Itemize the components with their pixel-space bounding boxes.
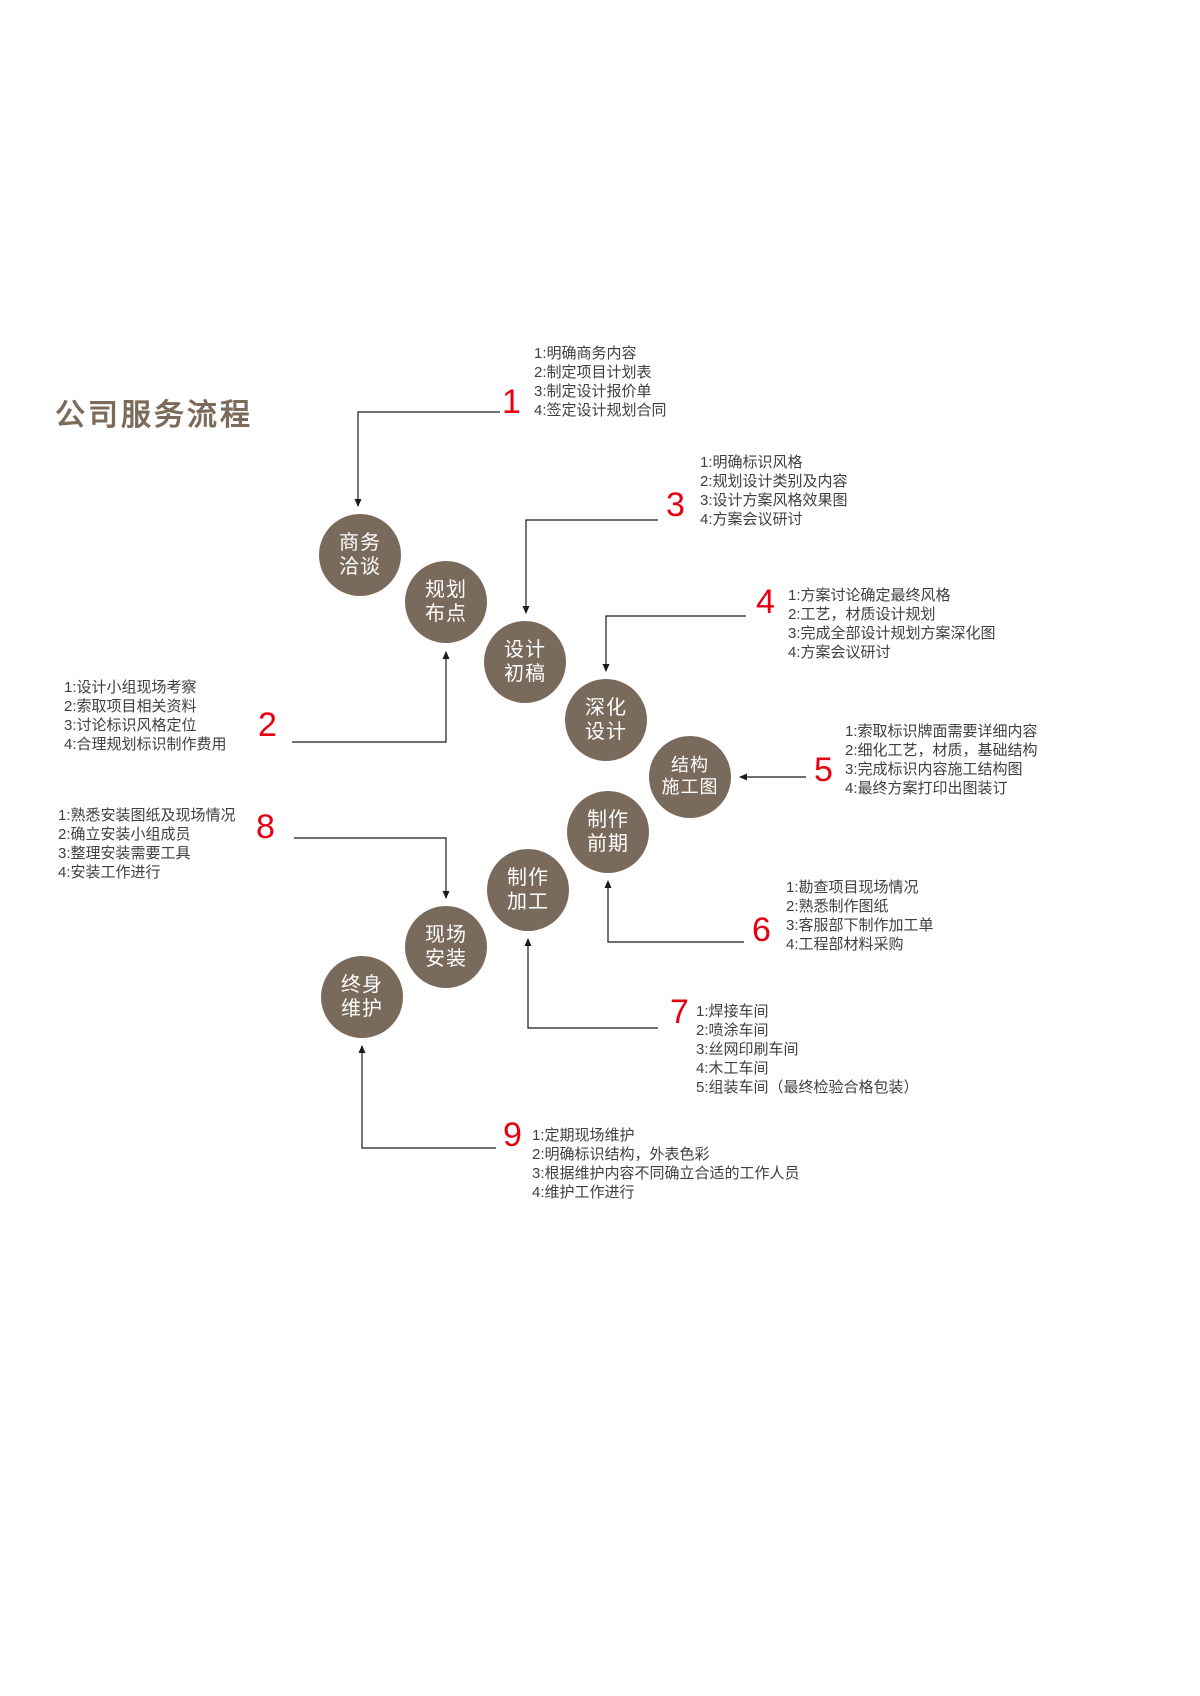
circle-label: 规划 [425, 578, 467, 601]
note-line: 3:丝网印刷车间 [696, 1041, 799, 1058]
step-number-9: 9 [503, 1116, 522, 1154]
step-notes-3: 1:明确标识风格 2:规划设计类别及内容 3:设计方案风格效果图 4:方案会议研… [700, 453, 848, 529]
circle-onsite-installation: 现场 安装 [405, 906, 487, 988]
note-line: 4:最终方案打印出图装订 [845, 780, 1008, 797]
circle-label: 深化 [585, 696, 627, 719]
step-number-2: 2 [258, 706, 277, 744]
note-line: 5:组装车间（最终检验合格包装） [696, 1079, 919, 1096]
note-line: 4:维护工作进行 [532, 1184, 635, 1201]
note-line: 2:明确标识结构，外表色彩 [532, 1146, 710, 1163]
step-notes-4: 1:方案讨论确定最终风格 2:工艺，材质设计规划 3:完成全部设计规划方案深化图… [788, 586, 996, 662]
note-line: 4:方案会议研讨 [788, 644, 891, 661]
circle-label: 制作 [507, 866, 549, 889]
arrow-step-9 [358, 1045, 496, 1149]
circle-label: 结构 [671, 755, 709, 776]
step-number-1: 1 [502, 383, 521, 421]
note-line: 3:设计方案风格效果图 [700, 492, 848, 509]
circle-label: 终身 [341, 973, 383, 996]
circle-label: 设计 [504, 638, 546, 661]
step-number-8: 8 [256, 808, 275, 846]
note-line: 4:合理规划标识制作费用 [64, 736, 227, 753]
note-line: 2:索取项目相关资料 [64, 698, 197, 715]
step-number-5: 5 [814, 751, 833, 789]
circle-production-processing: 制作 加工 [487, 849, 569, 931]
circle-label: 加工 [507, 891, 549, 913]
circle-label: 商务 [339, 531, 381, 554]
circle-structure-construction-drawing: 结构 施工图 [649, 736, 731, 818]
note-line: 1:明确商务内容 [534, 345, 637, 362]
note-line: 1:定期现场维护 [532, 1127, 635, 1144]
step-notes-5: 1:索取标识牌面需要详细内容 2:细化工艺，材质，基础结构 3:完成标识内容施工… [845, 722, 1038, 798]
note-line: 2:细化工艺，材质，基础结构 [845, 742, 1038, 759]
note-line: 3:客服部下制作加工单 [786, 917, 934, 934]
arrow-step-4 [602, 615, 746, 672]
note-line: 3:根据维护内容不同确立合适的工作人员 [532, 1165, 800, 1182]
step-notes-6: 1:勘查项目现场情况 2:熟悉制作图纸 3:客服部下制作加工单 4:工程部材料采… [786, 878, 934, 954]
circle-business-negotiation: 商务 洽谈 [319, 514, 401, 596]
note-line: 1:明确标识风格 [700, 454, 803, 471]
step-notes-2: 1:设计小组现场考察 2:索取项目相关资料 3:讨论标识风格定位 4:合理规划标… [64, 678, 227, 754]
note-line: 2:规划设计类别及内容 [700, 473, 848, 490]
step-notes-8: 1:熟悉安装图纸及现场情况 2:确立安装小组成员 3:整理安装需要工具 4:安装… [58, 806, 236, 882]
note-line: 2:工艺，材质设计规划 [788, 606, 936, 623]
circle-label: 制作 [587, 808, 629, 831]
arrow-step-1 [354, 411, 500, 507]
note-line: 1:勘查项目现场情况 [786, 879, 919, 896]
circle-label: 维护 [341, 998, 383, 1020]
page-title: 公司服务流程 [55, 399, 253, 432]
step-number-4: 4 [756, 583, 775, 621]
circle-design-draft: 设计 初稿 [484, 621, 566, 703]
note-line: 3:讨论标识风格定位 [64, 717, 197, 734]
note-line: 4:木工车间 [696, 1060, 769, 1077]
step-number-3: 3 [666, 486, 685, 524]
circle-label: 前期 [587, 833, 629, 855]
note-line: 3:完成标识内容施工结构图 [845, 761, 1023, 778]
circle-label: 施工图 [661, 777, 719, 797]
note-line: 4:安装工作进行 [58, 864, 161, 881]
circle-label: 布点 [425, 603, 467, 625]
note-line: 3:制定设计报价单 [534, 383, 652, 400]
circle-production-preparation: 制作 前期 [567, 791, 649, 873]
note-line: 2:确立安装小组成员 [58, 826, 191, 843]
note-line: 2:熟悉制作图纸 [786, 898, 889, 915]
circle-lifetime-maintenance: 终身 维护 [321, 956, 403, 1038]
arrow-step-6 [604, 880, 744, 943]
arrow-step-2 [292, 651, 450, 743]
note-line: 1:方案讨论确定最终风格 [788, 587, 951, 604]
note-line: 4:工程部材料采购 [786, 936, 904, 953]
step-notes-1: 1:明确商务内容 2:制定项目计划表 3:制定设计报价单 4:签定设计规划合同 [534, 344, 667, 420]
step-notes-9: 1:定期现场维护 2:明确标识结构，外表色彩 3:根据维护内容不同确立合适的工作… [532, 1126, 800, 1202]
circle-label: 洽谈 [339, 556, 381, 578]
circle-design-development: 深化 设计 [565, 679, 647, 761]
step-number-6: 6 [752, 911, 771, 949]
arrow-step-8 [294, 837, 450, 899]
circle-label: 现场 [425, 923, 467, 946]
arrow-step-3 [522, 519, 658, 614]
note-line: 1:设计小组现场考察 [64, 679, 197, 696]
note-line: 4:签定设计规划合同 [534, 402, 667, 419]
note-line: 2:喷涂车间 [696, 1022, 769, 1039]
note-line: 1:焊接车间 [696, 1003, 769, 1020]
note-line: 1:熟悉安装图纸及现场情况 [58, 807, 236, 824]
step-number-7: 7 [670, 993, 689, 1031]
circle-label: 初稿 [504, 663, 546, 685]
step-notes-7: 1:焊接车间 2:喷涂车间 3:丝网印刷车间 4:木工车间 5:组装车间（最终检… [696, 1002, 919, 1097]
circle-label: 安装 [425, 948, 467, 970]
note-line: 1:索取标识牌面需要详细内容 [845, 723, 1038, 740]
note-line: 2:制定项目计划表 [534, 364, 652, 381]
circle-planning-layout: 规划 布点 [405, 561, 487, 643]
circle-label: 设计 [585, 721, 627, 743]
note-line: 3:完成全部设计规划方案深化图 [788, 625, 996, 642]
arrow-step-7 [524, 938, 658, 1029]
note-line: 4:方案会议研讨 [700, 511, 803, 528]
note-line: 3:整理安装需要工具 [58, 845, 191, 862]
